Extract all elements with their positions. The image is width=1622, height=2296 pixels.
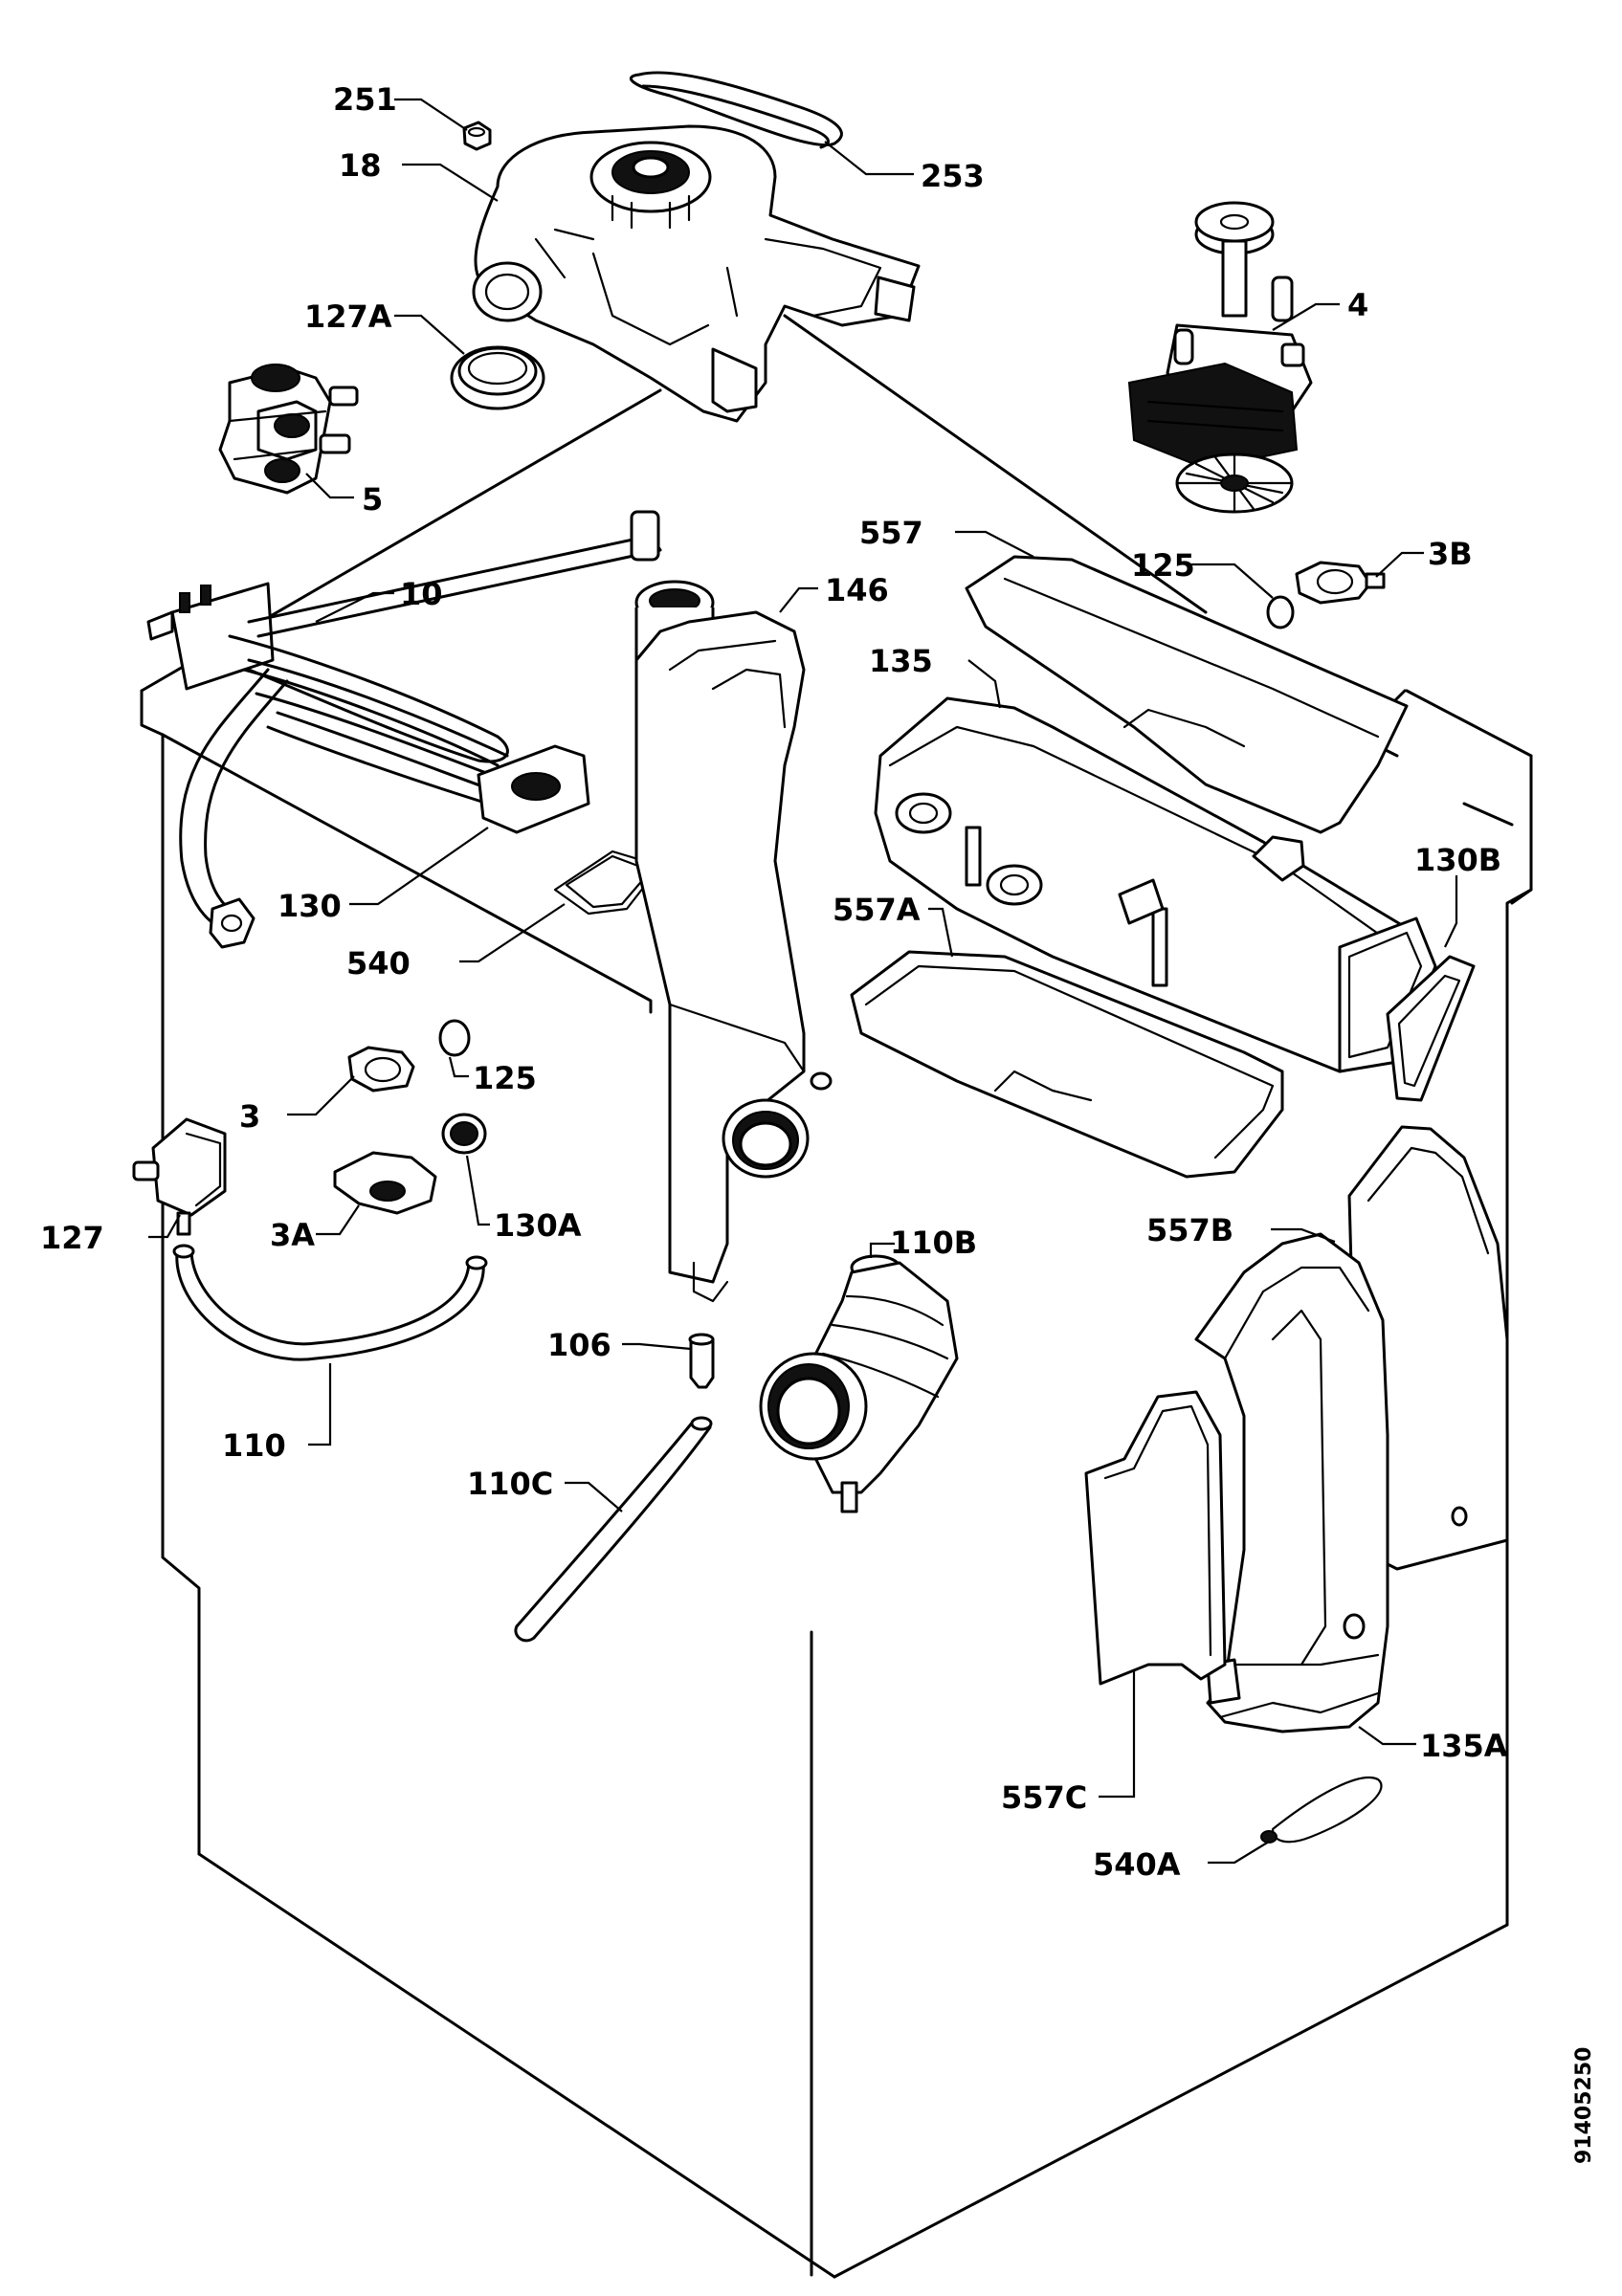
part-557A-plate — [850, 950, 1284, 1179]
label-557A: 557A — [833, 892, 921, 928]
label-251: 251 — [333, 81, 397, 118]
part-130B-gasket — [1386, 955, 1476, 1102]
label-3B: 3B — [1428, 536, 1473, 572]
label-135: 135 — [869, 643, 933, 679]
label-127: 127 — [40, 1220, 104, 1256]
part-110B-bellows — [759, 1254, 959, 1513]
label-3: 3 — [239, 1098, 260, 1135]
label-110: 110 — [222, 1427, 286, 1464]
label-130A: 130A — [494, 1207, 582, 1244]
part-labels: 251 18 253 127A 4 5 557 125 3B 10 146 13… — [40, 81, 1508, 1883]
label-106: 106 — [547, 1327, 611, 1363]
label-5: 5 — [362, 481, 383, 518]
part-10-heater — [146, 510, 662, 949]
label-3A: 3A — [270, 1217, 315, 1253]
part-135-duct — [874, 696, 1437, 1073]
label-253: 253 — [921, 158, 985, 194]
label-125-top: 125 — [1131, 547, 1195, 584]
part-106-connector — [688, 1333, 715, 1389]
label-4: 4 — [1347, 287, 1368, 323]
label-540A: 540A — [1093, 1846, 1181, 1883]
document-number: 91405250 — [1572, 2047, 1596, 2164]
label-18: 18 — [339, 147, 382, 184]
label-130B: 130B — [1414, 842, 1501, 878]
label-557: 557 — [859, 515, 923, 551]
part-18-fan-housing — [472, 124, 921, 423]
part-3B-thermostat — [1295, 561, 1386, 605]
label-135A: 135A — [1420, 1728, 1508, 1764]
label-540: 540 — [346, 945, 411, 982]
part-557C-panel — [1084, 1390, 1227, 1686]
part-127-pressure-switch — [132, 1117, 227, 1236]
label-125: 125 — [473, 1060, 537, 1096]
label-110B: 110B — [890, 1225, 977, 1261]
part-557-top-cover — [965, 555, 1409, 834]
part-110C-hose — [514, 1416, 713, 1643]
label-557B: 557B — [1146, 1212, 1233, 1248]
part-125-top-oring — [1266, 595, 1295, 629]
label-110C: 110C — [467, 1466, 553, 1502]
label-10: 10 — [400, 576, 443, 612]
part-540A-gasket — [1260, 1777, 1383, 1843]
part-3-thermostat — [347, 1046, 415, 1093]
part-127A-ring — [450, 345, 545, 410]
part-130A-ring — [441, 1113, 487, 1155]
label-130: 130 — [278, 888, 342, 924]
label-557C: 557C — [1001, 1779, 1087, 1816]
leader-lines — [148, 98, 1458, 1865]
part-110-hose — [172, 1244, 488, 1361]
part-3A-thermostat — [333, 1151, 437, 1215]
label-146: 146 — [825, 572, 889, 608]
part-4-pump-motor — [1127, 201, 1313, 514]
part-146-vertical-duct — [634, 580, 833, 1303]
label-127A: 127A — [304, 298, 392, 335]
part-125-oring — [438, 1019, 471, 1057]
part-5-water-valve — [218, 364, 359, 495]
part-251-nut — [462, 121, 492, 151]
part-253-belt — [629, 71, 843, 149]
